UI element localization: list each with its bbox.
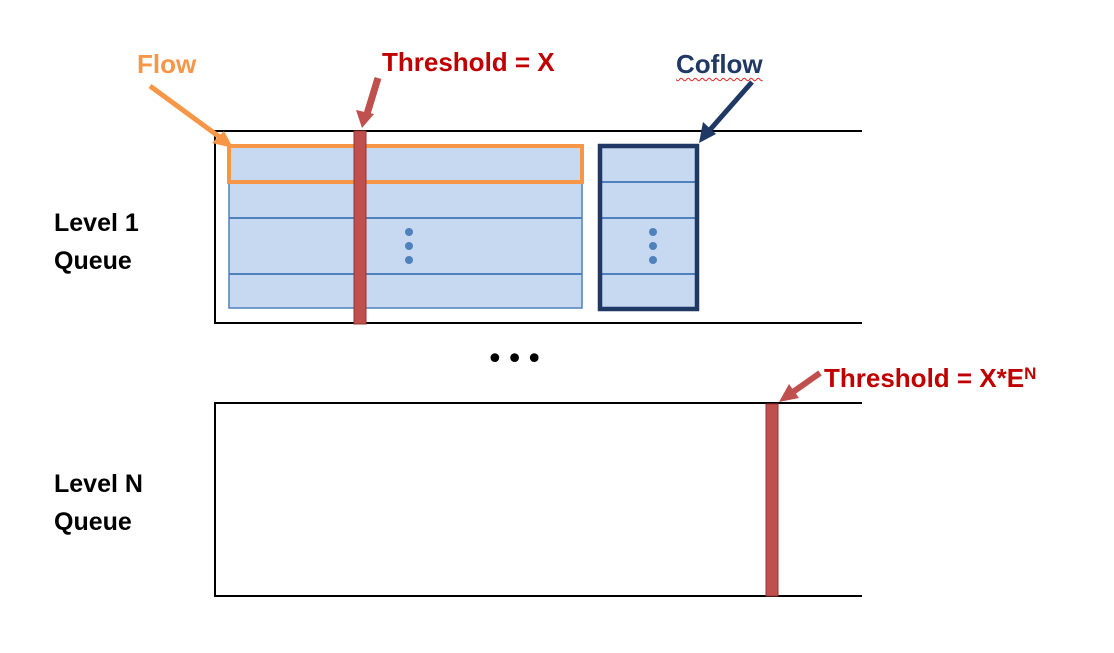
vertical-ellipsis-dot: [649, 228, 657, 236]
flow-arrow-shaft: [148, 83, 227, 144]
threshold-bar-level1: [353, 130, 367, 325]
threshold-bottom-arrow-head: [779, 384, 799, 402]
vertical-ellipsis-dot: [649, 242, 657, 250]
threshold-bottom-arrow-shaft: [791, 370, 822, 395]
vertical-ellipsis-dot: [405, 256, 413, 264]
flow-arrow: [148, 83, 233, 148]
level1-label-line1: Level 1: [54, 209, 139, 237]
coflow-label-text: Coflow: [676, 49, 763, 79]
flow-block-body: [228, 145, 583, 309]
flow-block: [228, 145, 583, 309]
coflow-block-body: [600, 146, 697, 309]
level1-label-line2: Queue: [54, 247, 132, 275]
threshold-bottom-arrow: [779, 370, 822, 402]
flow-label: Flow: [137, 49, 197, 79]
threshold-bottom-label: Threshold = X*EN: [824, 363, 1036, 393]
threshold-bar-levelN: [765, 403, 779, 597]
queue-levels-ellipsis: •••: [486, 342, 546, 377]
threshold-bottom-label-exponent: N: [1024, 364, 1037, 383]
level1-queue-label: Level 1 Queue: [54, 204, 139, 280]
coflow-label: Coflow: [676, 49, 763, 79]
flow-arrow-head: [212, 131, 233, 148]
coflow-block: [597, 143, 700, 312]
levelN-label-line2: Queue: [54, 508, 132, 536]
threshold-top-arrow-head: [356, 110, 374, 128]
threshold-top-arrow: [356, 76, 382, 128]
coflow-arrow: [699, 80, 754, 143]
vertical-ellipsis-dot: [649, 256, 657, 264]
levelN-queue-label: Level N Queue: [54, 465, 143, 541]
threshold-top-label: Threshold = X: [382, 47, 555, 77]
level1-queue: [214, 130, 862, 324]
coflow-outline: [597, 143, 700, 312]
coflow-arrow-shaft: [706, 80, 754, 134]
flow-highlight-box: [227, 144, 584, 184]
levelN-label-line1: Level N: [54, 470, 143, 498]
levelN-queue: [214, 402, 862, 597]
threshold-top-arrow-shaft: [363, 76, 382, 116]
vertical-ellipsis-dot: [405, 228, 413, 236]
vertical-ellipsis-dot: [405, 242, 413, 250]
coflow-arrow-head: [699, 122, 716, 143]
threshold-bottom-label-base: Threshold = X*E: [824, 363, 1025, 393]
